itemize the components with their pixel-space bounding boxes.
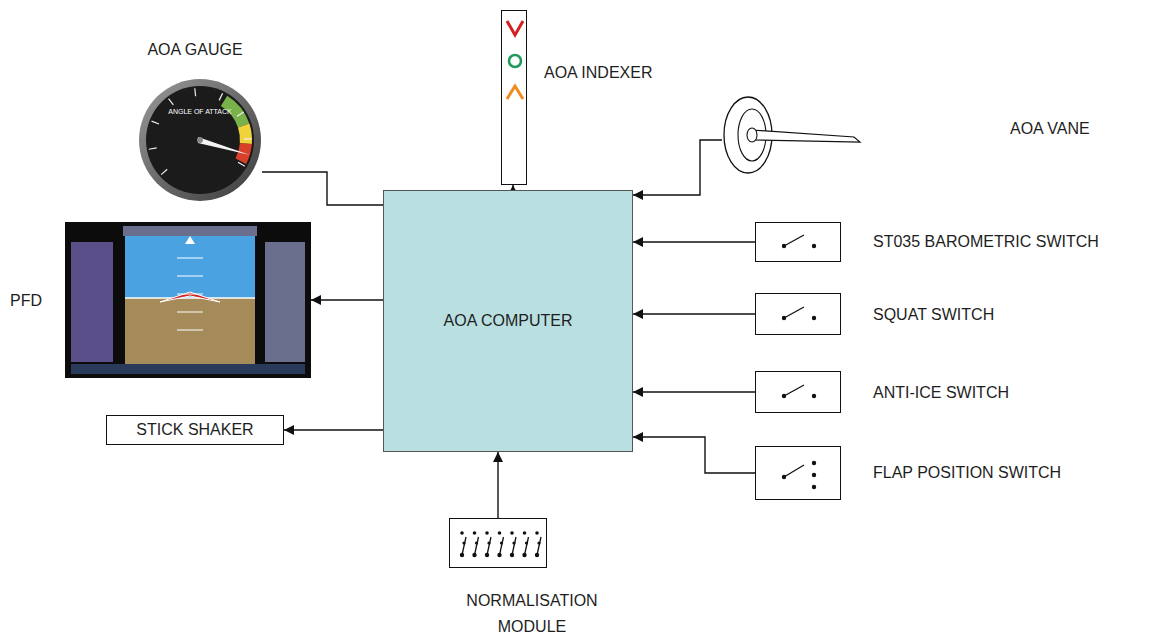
signal-line — [633, 391, 755, 392]
aoa-vane-drawing — [722, 95, 862, 175]
aoa-indexer: AOA INDEXER — [501, 10, 527, 185]
component-label: ANTI-ICE SWITCH — [873, 383, 1009, 402]
signal-line — [311, 299, 383, 300]
box-title: AOA COMPUTER — [444, 312, 573, 330]
component-label: FLAP POSITION SWITCH — [873, 463, 1061, 482]
signal-line — [262, 172, 383, 205]
component-label: AOA GAUGE — [147, 40, 242, 59]
aoa-indexer-drawing — [502, 11, 528, 186]
normalisation-module-box-drawing — [450, 519, 548, 569]
aoa-gauge-drawing — [138, 78, 262, 202]
stick-shaker-box: STICK SHAKER — [106, 415, 284, 445]
signal-line — [633, 140, 722, 195]
component-label: PFD — [10, 291, 42, 310]
gauge-face-text: ANGLE OF ATTACK — [168, 108, 232, 116]
switch-symbol — [782, 385, 816, 398]
component-label: SQUAT SWITCH — [873, 305, 994, 324]
component-label: AOA INDEXER — [544, 63, 652, 82]
box-title: STICK SHAKER — [136, 421, 253, 439]
switch-box: ANTI-ICE SWITCH — [755, 371, 841, 413]
signal-line — [497, 452, 498, 518]
selector-switch-symbol — [782, 461, 816, 489]
pfd-display-drawing — [65, 222, 311, 378]
switch-box-drawing — [756, 372, 842, 414]
aoa-computer-box: AOA COMPUTER — [383, 190, 633, 452]
switch-box-drawing — [756, 223, 842, 263]
aoa-gauge: AOA GAUGEANGLE OF ATTACK — [138, 78, 262, 202]
signal-line — [633, 241, 755, 242]
component-label: ST035 BAROMETRIC SWITCH — [873, 232, 1099, 251]
switch-symbol — [782, 235, 816, 248]
signal-line — [633, 313, 755, 314]
switch-symbol — [782, 307, 816, 320]
switch-box: FLAP POSITION SWITCH — [755, 446, 841, 500]
switch-box-drawing — [756, 447, 842, 501]
normalisation-module-box: NORMALISATION MODULE — [449, 518, 547, 568]
aoa-vane: AOA VANE — [722, 95, 862, 175]
pfd-display: PFD — [65, 222, 311, 378]
component-label: AOA VANE — [1010, 119, 1090, 138]
component-label: NORMALISATION MODULE — [457, 588, 607, 635]
switch-box-drawing — [756, 294, 842, 336]
signal-line — [284, 429, 383, 430]
signal-line — [633, 437, 755, 473]
dip-switch-array — [460, 531, 541, 557]
switch-box: SQUAT SWITCH — [755, 293, 841, 335]
switch-box: ST035 BAROMETRIC SWITCH — [755, 222, 841, 262]
